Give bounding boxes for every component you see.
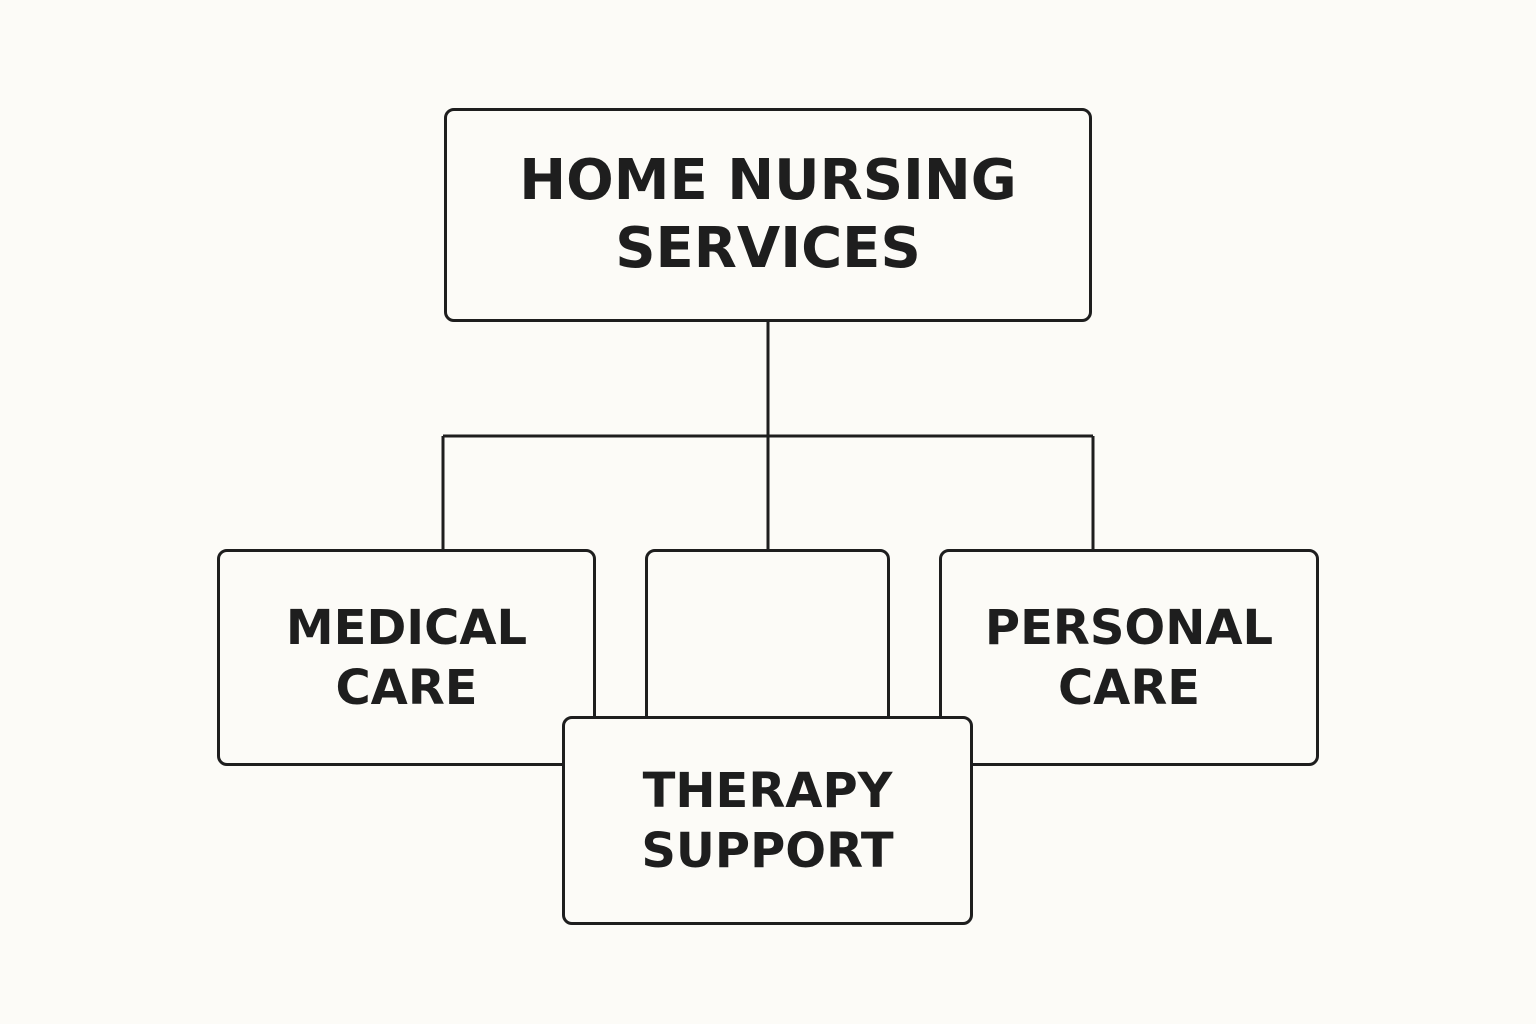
node-right-line1: PERSONAL <box>984 599 1274 656</box>
node-root-line2: SERVICES <box>615 216 921 281</box>
node-medical-care: MEDICAL CARE <box>217 549 596 766</box>
node-center-empty <box>645 549 890 729</box>
node-therapy-support: THERAPY SUPPORT <box>562 716 973 925</box>
node-left-line1: MEDICAL <box>285 599 528 656</box>
node-right-line2: CARE <box>1057 659 1201 716</box>
node-left-line2: CARE <box>335 659 478 716</box>
node-front-line2: SUPPORT <box>641 822 894 879</box>
node-root-line1: HOME NURSING <box>519 148 1017 213</box>
node-front-line1: THERAPY <box>642 762 893 819</box>
node-home-nursing-services: HOME NURSING SERVICES <box>444 108 1092 322</box>
node-personal-care: PERSONAL CARE <box>939 549 1319 766</box>
